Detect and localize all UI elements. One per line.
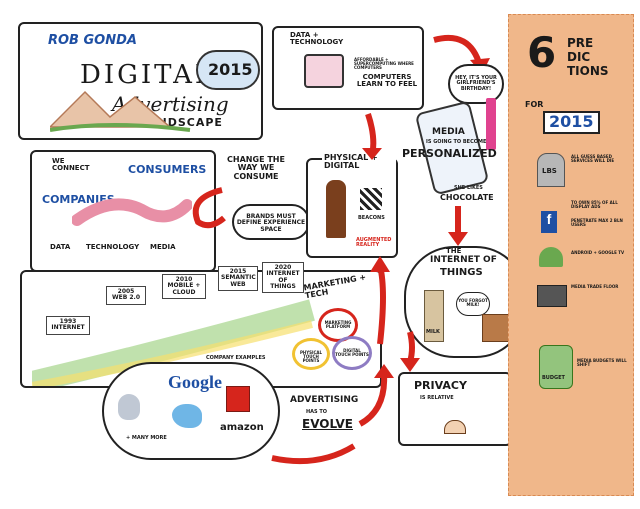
author-name: ROB GONDA (48, 33, 137, 48)
prediction-item-4: ANDROID + GOOGLE TV (571, 250, 625, 255)
milestone-2020: 2020 INTERNET OF THINGS (262, 262, 304, 294)
evolve-arrow-right (358, 364, 394, 427)
companies-label: COMPANIES (42, 193, 115, 206)
predictions-banner: 6 PRE DIC TIONS FOR 2015 LBS ALL GUESS B… (508, 14, 634, 496)
advertising-line1: ADVERTISING (290, 395, 359, 405)
prediction-item-2: TO OWN 85% OF ALL DISPLAY ADS (571, 200, 618, 210)
predictions-year: 2015 (543, 111, 600, 134)
twitter-bird-icon (172, 404, 202, 428)
android-icon (539, 247, 563, 267)
prediction-item-6: MEDIA BUDGETS WILL SHIFT (577, 358, 627, 368)
privacy-sub: IS RELATIVE (420, 395, 454, 401)
privacy-heading: PRIVACY (414, 379, 467, 392)
change-heading: CHANGE THE WAY WE CONSUME (227, 155, 285, 181)
timeline-arrow-up (370, 256, 390, 345)
milestone-1993: 1993 INTERNET (46, 316, 90, 335)
iot-arrow-down (400, 331, 420, 372)
circle-digital-touch: DIGITAL TOUCH POINTS (332, 336, 372, 370)
beacons-label: BEACONS (358, 215, 385, 221)
year-cloud: 2015 (196, 50, 260, 90)
prediction-item-3: PENETRATE MAX 2 BLN USERS (571, 218, 623, 228)
experience-bubble: BRANDS MUST DEFINE EXPERIENCE SPACE (232, 204, 310, 240)
milk-label: MILK (426, 329, 440, 335)
handshake-icon (72, 198, 192, 226)
tombstone-icon: LBS (537, 153, 565, 187)
google-logo: Google (168, 372, 222, 392)
milestone-2015: 2015 SEMANTIC WEB (218, 266, 258, 291)
peeking-face-icon (444, 420, 466, 434)
circle-physical-touch: PHYSICAL TOUCH POINTS (292, 338, 330, 370)
header-year: 2015 (208, 60, 253, 79)
computers-feel-caption: COMPUTERS LEARN TO FEEL (356, 73, 418, 89)
augmented-label: AUGMENTED REALITY (356, 237, 392, 249)
iot-line1: THE (446, 247, 462, 255)
iot-line2: INTERNET OF (430, 255, 497, 265)
mountain-icon (50, 90, 191, 132)
title-digital: DIGITAL (80, 60, 216, 90)
amazon-logo: amazon (220, 422, 264, 433)
iot-line3: THINGS (440, 267, 483, 278)
candle-icon (486, 98, 496, 150)
advertising-line2: HAS TO (306, 409, 328, 415)
milestone-2010: 2010 MOBILE + CLOUD (162, 274, 206, 299)
predictions-word3: TIONS (567, 64, 609, 78)
predictions-word2: DIC (567, 50, 591, 64)
pillar-technology: TECHNOLOGY (86, 243, 140, 251)
chocolate-label: CHOCOLATE (440, 193, 494, 202)
evolve-arrow-left (271, 443, 356, 465)
personalized-label: PERSONALIZED (402, 147, 497, 160)
pillar-data: DATA (50, 243, 71, 251)
connect-panel: WE CONNECT CONSUMERS COMPANIES DATA TECH… (30, 150, 216, 272)
personalized-arrow-down (448, 206, 468, 246)
connect-arrow (192, 187, 226, 229)
trading-screens-icon (537, 285, 567, 307)
company-examples-label: COMPANY EXAMPLES (204, 355, 268, 362)
milestone-2005: 2005 WEB 2.0 (106, 286, 146, 305)
pillar-media: MEDIA (150, 243, 176, 251)
person-icon (326, 180, 346, 238)
timeline-arrow (32, 299, 315, 386)
chocolate-note: SHE LIKES (454, 185, 483, 191)
privacy-panel: PRIVACY IS RELATIVE (398, 372, 512, 446)
prediction-item-5: MEDIA TRADE FLOOR (571, 284, 619, 289)
many-more-label: + MANY MORE (126, 435, 167, 441)
predictions-for: FOR (525, 100, 544, 109)
apple-icon (118, 394, 140, 420)
robot-computer-icon (304, 54, 344, 88)
physical-digital-heading: PHYSICAL + DIGITAL (322, 153, 396, 171)
title-landscape: LANDSCAPE (140, 116, 223, 129)
amazon-boxes-icon (226, 386, 250, 412)
predictions-number: 6 (527, 28, 557, 77)
milk-carton-icon (424, 290, 444, 342)
data-tech-heading: DATA + TECHNOLOGY (290, 31, 344, 47)
tombstone-label: LBS (542, 167, 557, 175)
qr-code-icon (360, 188, 382, 210)
predictions-word1: PRE (567, 36, 594, 50)
advertising-line3: EVOLVE (302, 417, 353, 431)
physical-digital-panel: PHYSICAL + DIGITAL BEACONS AUGMENTED REA… (306, 153, 398, 258)
consumers-label: CONSUMERS (128, 163, 207, 176)
data-tech-note: AFFORDABLE + SUPERCOMPUTING WHERE COMPUT… (354, 57, 414, 71)
facebook-icon: f (541, 211, 557, 233)
fridge-speech-bubble: YOU FORGOT MILK! (456, 292, 490, 316)
we-connect-label: WE CONNECT (52, 157, 90, 173)
data-tech-panel: DATA + TECHNOLOGY AFFORDABLE + SUPERCOMP… (272, 26, 424, 110)
budget-bag-icon: BUDGET (539, 345, 573, 389)
media-goal: IS GOING TO BECOME (426, 139, 487, 145)
prediction-item-1: ALL GUESS BASED SERVICES WILL DIE (571, 154, 615, 164)
tech-arrow-down (362, 113, 382, 160)
media-label: MEDIA (432, 127, 465, 137)
birthday-speech-bubble: HEY, IT'S YOUR GIRLFRIEND'S BIRTHDAY! (448, 64, 504, 104)
budget-label: BUDGET (542, 375, 565, 381)
